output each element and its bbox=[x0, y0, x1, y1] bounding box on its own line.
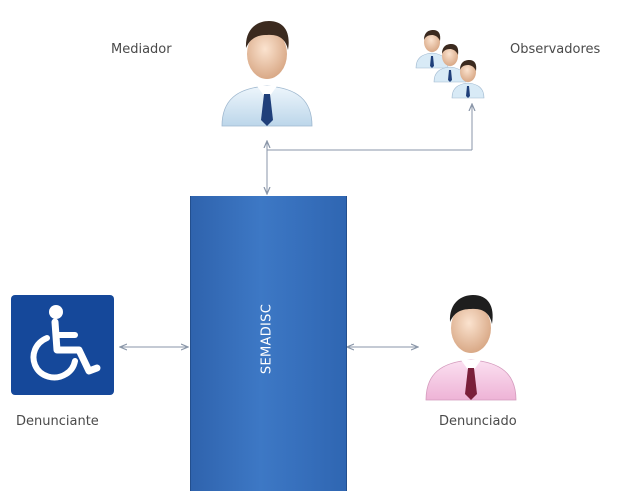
mediador-label: Mediador bbox=[111, 42, 172, 57]
semadisc-box bbox=[190, 196, 347, 491]
wheelchair-sign bbox=[11, 295, 114, 395]
denunciado-label: Denunciado bbox=[439, 414, 517, 429]
observadores-group-icon bbox=[415, 30, 485, 99]
mediador-person-icon bbox=[221, 21, 313, 127]
wheelchair-icon bbox=[30, 305, 101, 381]
denunciante-label: Denunciante bbox=[16, 414, 99, 429]
denunciado-person-icon bbox=[425, 295, 517, 401]
connector-observadores bbox=[267, 104, 472, 151]
observadores-label: Observadores bbox=[510, 42, 601, 57]
semadisc-label: SEMADISC bbox=[259, 303, 275, 375]
